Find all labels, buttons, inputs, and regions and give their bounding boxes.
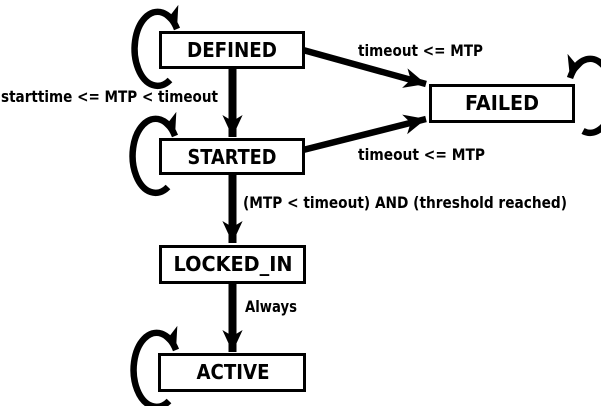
state-active: ACTIVE xyxy=(158,353,306,392)
arrow-defined-to-failed xyxy=(302,46,427,88)
state-started-label: STARTED xyxy=(188,145,277,169)
state-failed-box xyxy=(429,84,575,123)
state-locked-in-label: LOCKED_IN xyxy=(174,252,293,276)
self-loop-defined xyxy=(131,4,181,90)
label-defined-to-started: starttime <= MTP < timeout xyxy=(1,87,218,106)
state-active-label: ACTIVE xyxy=(197,360,270,384)
state-failed: FAILED xyxy=(429,84,575,123)
state-defined-label: DEFINED xyxy=(187,38,277,62)
label-started-to-failed: timeout <= MTP xyxy=(358,145,485,164)
label-defined-to-failed: timeout <= MTP xyxy=(358,41,483,60)
self-loop-failed xyxy=(566,53,601,137)
label-lockedin-to-active: Always xyxy=(245,297,297,316)
state-defined: DEFINED xyxy=(159,31,305,69)
label-started-to-lockedin: (MTP < timeout) AND (threshold reached) xyxy=(243,193,567,212)
state-started-box xyxy=(159,138,305,175)
self-loop-active xyxy=(130,325,180,406)
state-active-box xyxy=(158,353,306,392)
self-loop-started xyxy=(129,111,179,197)
state-defined-box xyxy=(159,31,305,69)
arrow-started-to-failed xyxy=(302,114,427,154)
state-locked-in-box xyxy=(159,245,306,284)
state-locked-in: LOCKED_IN xyxy=(159,245,306,284)
state-started: STARTED xyxy=(159,138,305,175)
state-failed-label: FAILED xyxy=(465,91,539,115)
